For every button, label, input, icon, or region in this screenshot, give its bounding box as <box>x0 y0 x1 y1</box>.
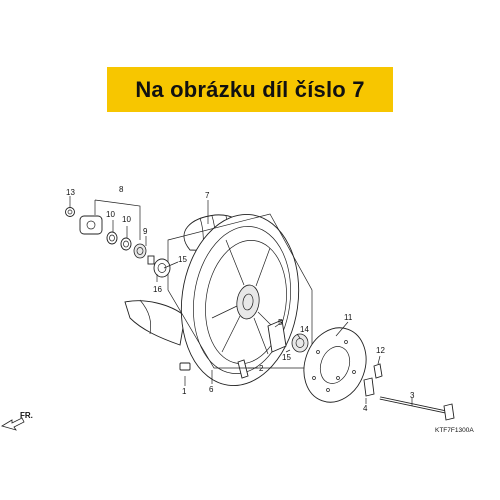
callout-5: 5 <box>278 318 283 327</box>
axle-part <box>379 396 455 421</box>
brake-disc-part <box>303 327 367 403</box>
callout-11: 11 <box>344 313 353 322</box>
callout-4: 4 <box>363 404 368 413</box>
highlight-banner: Na obrázku díl číslo 7 <box>107 67 393 112</box>
callout-15a: 15 <box>178 255 187 264</box>
balance-weight <box>179 362 191 371</box>
callout-2: 2 <box>259 364 264 373</box>
callout-8: 8 <box>119 185 124 194</box>
callout-14: 14 <box>300 325 309 334</box>
hub-parts <box>65 207 171 278</box>
axle-spacer-parts <box>267 319 309 353</box>
callout-3: 3 <box>410 391 415 400</box>
front-direction-arrow: FR. <box>1 411 33 431</box>
callout-15b: 15 <box>282 353 291 362</box>
callout-6: 6 <box>209 385 214 394</box>
callout-10b: 10 <box>122 215 131 224</box>
callout-12: 12 <box>376 346 385 355</box>
callout-7: 7 <box>205 191 210 200</box>
callout-1: 1 <box>182 387 187 396</box>
callout-10a: 10 <box>106 210 115 219</box>
direction-label: FR. <box>20 411 33 420</box>
callout-9: 9 <box>143 227 148 236</box>
callout-13: 13 <box>66 188 75 197</box>
callout-16: 16 <box>153 285 162 294</box>
valve-stem <box>237 359 249 379</box>
banner-text: Na obrázku díl číslo 7 <box>135 76 365 102</box>
wheel-rim-part <box>179 214 300 386</box>
diagram-code: KTF7F1300A <box>435 427 474 434</box>
